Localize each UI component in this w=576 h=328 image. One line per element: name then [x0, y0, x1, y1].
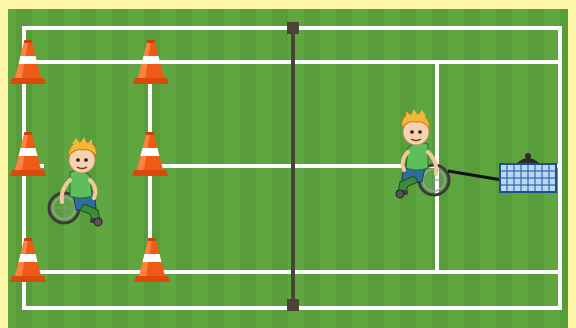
net-post-bottom: [287, 299, 299, 311]
net-post-top: [287, 22, 299, 34]
